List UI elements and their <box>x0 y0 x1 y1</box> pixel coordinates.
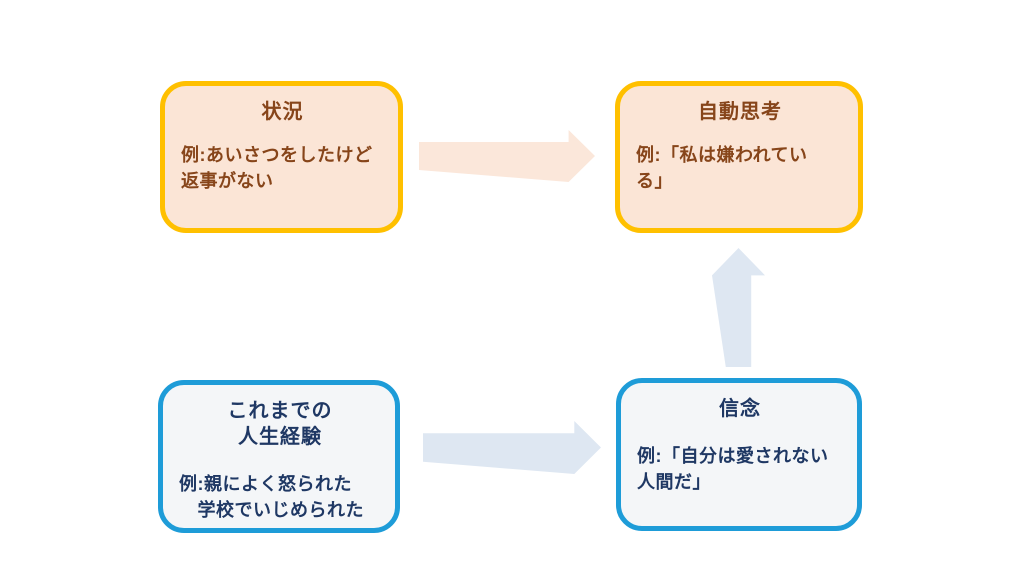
box-life-experience: これまでの 人生経験 例:親によく怒られた 学校でいじめられた <box>158 380 400 533</box>
arrow-life-experience-to-belief-icon <box>423 421 601 474</box>
box-situation: 状況 例:あいさつをしたけど 返事がない <box>160 81 403 233</box>
box-situation-title: 状況 <box>261 101 304 123</box>
box-life-experience-example: 例:親によく怒られた 学校でいじめられた <box>179 474 364 521</box>
box-belief-example: 例:「自分は愛されない 人間だ」 <box>637 446 829 493</box>
arrow-situation-to-automatic-thought-icon <box>419 130 595 182</box>
arrow-belief-to-automatic-thought-icon <box>712 248 765 367</box>
box-belief: 信念 例:「自分は愛されない 人間だ」 <box>616 378 862 531</box>
box-automatic-thought-title: 自動思考 <box>698 101 782 123</box>
box-automatic-thought: 自動思考 例:「私は嫌われてい る」 <box>615 81 863 233</box>
box-automatic-thought-example: 例:「私は嫌われてい る」 <box>636 145 808 192</box>
box-belief-title: 信念 <box>719 398 761 420</box>
box-life-experience-title: これまでの 人生経験 <box>227 400 333 448</box>
box-situation-example: 例:あいさつをしたけど 返事がない <box>181 145 373 192</box>
